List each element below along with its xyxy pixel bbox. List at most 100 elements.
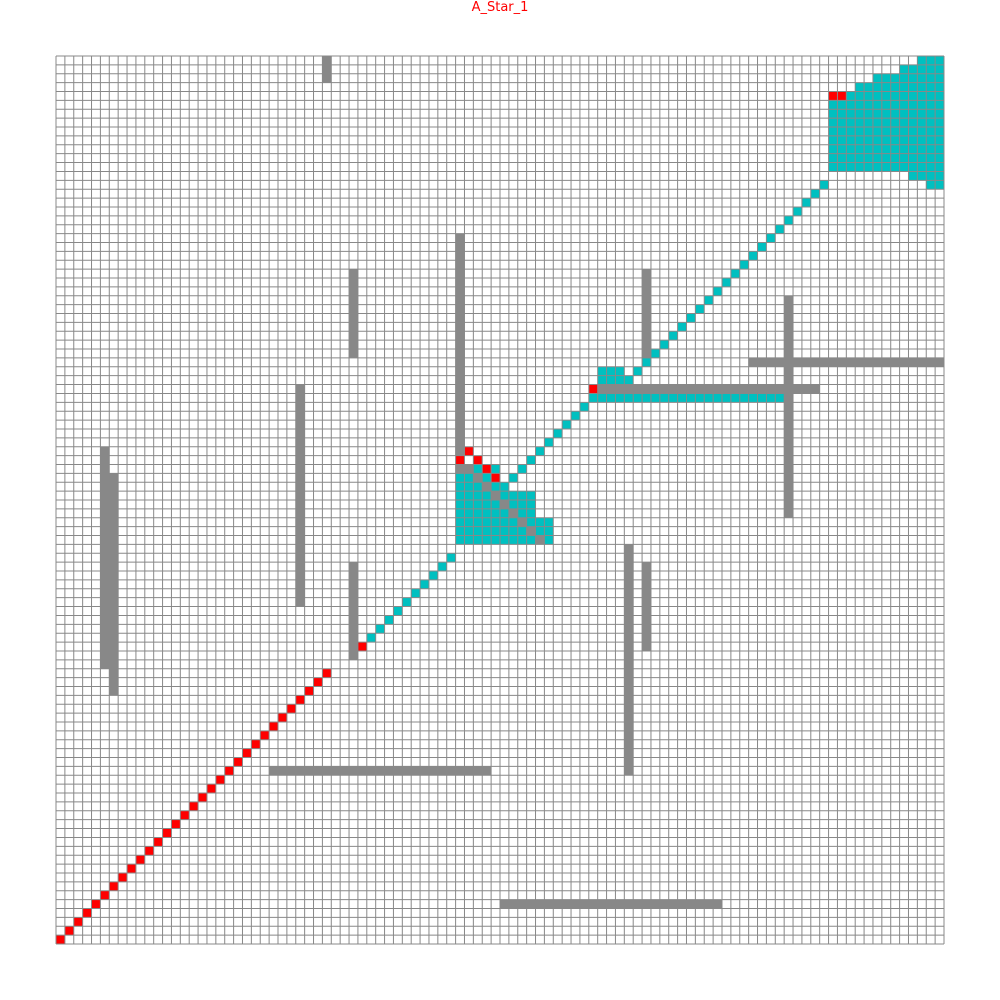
- obstacle-cell: [109, 633, 119, 643]
- obstacle-cell: [109, 579, 119, 589]
- explored-cell: [633, 366, 643, 376]
- obstacle-cell: [642, 278, 652, 288]
- explored-cell: [482, 535, 492, 545]
- path-cell: [295, 695, 305, 705]
- obstacle-cell: [624, 704, 634, 714]
- obstacle-cell: [606, 899, 616, 909]
- obstacle-cell: [455, 269, 465, 279]
- explored-cell: [775, 224, 785, 234]
- explored-cell: [473, 482, 483, 492]
- obstacle-cell: [784, 304, 794, 314]
- explored-cell: [881, 135, 891, 145]
- explored-cell: [864, 162, 874, 172]
- obstacle-cell: [349, 269, 359, 279]
- explored-cell: [500, 517, 510, 527]
- obstacle-cell: [526, 899, 536, 909]
- obstacle-cell: [455, 260, 465, 270]
- explored-cell: [872, 144, 883, 154]
- explored-cell: [837, 144, 847, 154]
- explored-cell: [508, 500, 518, 510]
- explored-cell: [793, 206, 803, 217]
- explored-cell: [473, 526, 483, 536]
- obstacle-cell: [109, 553, 119, 563]
- explored-cell: [890, 109, 900, 119]
- explored-cell: [500, 535, 510, 545]
- explored-cell: [855, 82, 865, 92]
- obstacle-cell: [100, 491, 110, 501]
- explored-cell: [508, 517, 518, 527]
- explored-cell: [926, 144, 936, 154]
- obstacle-cell: [624, 739, 634, 749]
- obstacle-cell: [109, 544, 119, 554]
- obstacle-cell: [100, 562, 110, 572]
- explored-cell: [473, 535, 483, 545]
- explored-cell: [482, 500, 492, 510]
- obstacle-cell: [784, 375, 794, 385]
- explored-cell: [722, 393, 732, 403]
- obstacle-cell: [349, 295, 359, 305]
- explored-cell: [695, 304, 705, 314]
- obstacle-cell: [624, 899, 634, 909]
- path-cell: [144, 846, 154, 856]
- obstacle-cell: [890, 357, 900, 367]
- path-cell: [224, 766, 234, 776]
- obstacle-cell: [100, 526, 110, 536]
- explored-cell: [855, 153, 865, 163]
- explored-cell: [846, 153, 856, 163]
- explored-cell: [855, 127, 865, 137]
- obstacle-cell: [642, 384, 652, 394]
- explored-cell: [411, 588, 421, 598]
- explored-cell: [864, 109, 874, 119]
- obstacle-cell: [908, 357, 918, 367]
- explored-cell: [437, 562, 447, 572]
- path-cell: [322, 668, 332, 678]
- obstacle-cell: [100, 500, 110, 510]
- obstacle-cell: [517, 517, 527, 527]
- explored-cell: [659, 393, 669, 403]
- explored-cell: [517, 491, 527, 501]
- explored-cell: [881, 82, 891, 92]
- explored-cell: [624, 393, 634, 403]
- obstacle-cell: [508, 899, 518, 909]
- obstacle-cell: [455, 331, 465, 341]
- obstacle-cell: [801, 384, 811, 394]
- obstacle-cell: [784, 508, 794, 518]
- obstacle-cell: [642, 304, 652, 314]
- obstacle-cell: [508, 508, 518, 518]
- obstacle-cell: [269, 766, 279, 776]
- explored-cell: [695, 393, 705, 403]
- explored-cell: [926, 82, 936, 92]
- explored-cell: [926, 171, 936, 181]
- explored-cell: [819, 180, 829, 190]
- obstacle-cell: [349, 579, 359, 589]
- obstacle-cell: [500, 899, 510, 909]
- explored-cell: [881, 118, 891, 128]
- explored-cell: [872, 127, 883, 137]
- explored-cell: [517, 535, 527, 545]
- explored-cell: [917, 82, 927, 92]
- grid-cells-layer: [56, 56, 945, 945]
- obstacle-cell: [624, 553, 634, 563]
- obstacle-cell: [357, 766, 367, 776]
- obstacle-cell: [624, 686, 634, 696]
- explored-cell: [491, 535, 501, 545]
- obstacle-cell: [624, 766, 634, 776]
- obstacle-cell: [793, 384, 803, 394]
- obstacle-cell: [349, 331, 359, 341]
- obstacle-cell: [730, 384, 740, 394]
- explored-cell: [464, 491, 474, 501]
- obstacle-cell: [650, 384, 661, 394]
- obstacle-cell: [659, 384, 669, 394]
- explored-cell: [366, 633, 376, 643]
- explored-cell: [846, 135, 856, 145]
- obstacle-cell: [295, 508, 305, 518]
- obstacle-cell: [420, 766, 430, 776]
- explored-cell: [491, 526, 501, 536]
- obstacle-cell: [278, 766, 288, 776]
- obstacle-cell: [677, 384, 687, 394]
- obstacle-cell: [109, 650, 119, 661]
- obstacle-cell: [695, 899, 705, 909]
- obstacle-cell: [828, 357, 838, 367]
- explored-cell: [464, 473, 474, 483]
- obstacle-cell: [349, 278, 359, 288]
